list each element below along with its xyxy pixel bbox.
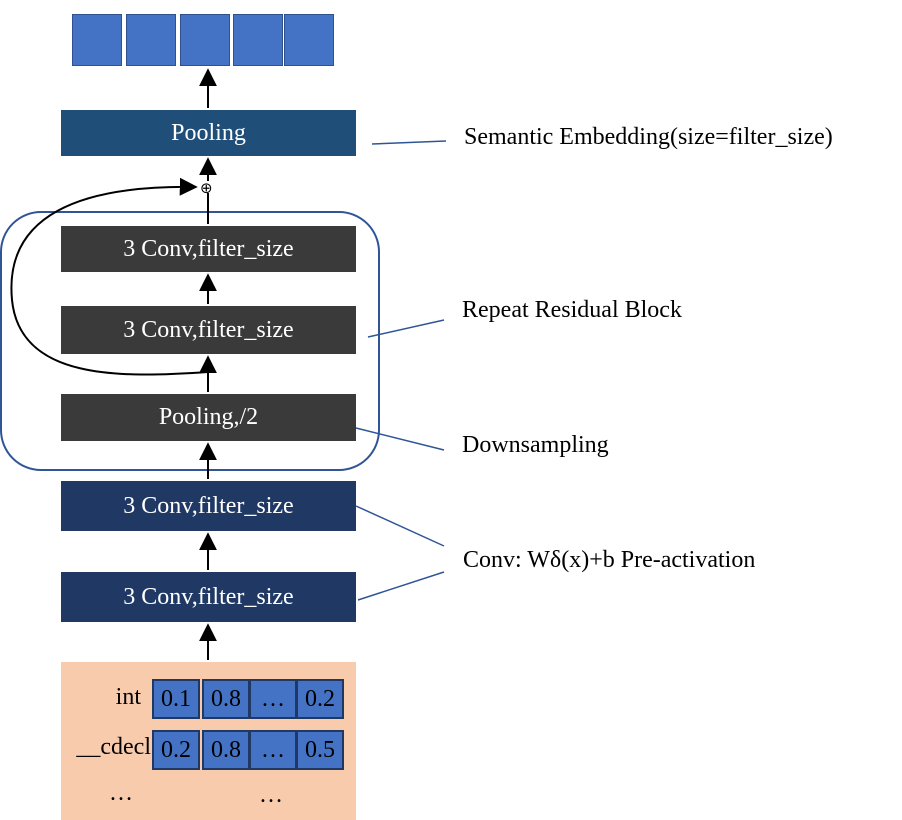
conv-layer-2: 3 Conv,filter_size [61,481,356,531]
embedding-cell: 0.1 [152,679,200,719]
token-label-cdecl: __cdecl [76,734,151,760]
embedding-cell: 0.8 [202,730,250,770]
leader-downsampling [355,427,445,451]
output-vector-cell [233,14,283,66]
repeat-residual-block-label: Repeat Residual Block [462,297,682,323]
leader-repeat-residual [367,319,445,338]
conv-preactivation-label: Conv: Wδ(x)+b Pre-activation [463,547,756,573]
embedding-cell: … [249,679,297,719]
input-embedding-panel: int 0.1 0.8 … 0.2 __cdecl 0.2 0.8 … 0.5 … [61,662,356,820]
residual-block-outline [0,211,380,471]
leader-semantic-embedding [371,140,447,145]
leader-conv-upper [355,505,445,547]
embedding-cell: 0.2 [152,730,200,770]
output-vector-cell [72,14,122,66]
leader-conv-lower [357,571,445,601]
embedding-cell: … [249,730,297,770]
output-vector-cell [284,14,334,66]
residual-conv-layer-1: 3 Conv,filter_size [61,306,356,354]
token-label-int: int [115,684,141,710]
downsampling-pooling-layer: Pooling,/2 [61,394,356,441]
semantic-embedding-label: Semantic Embedding(size=filter_size) [464,124,833,150]
embedding-cell: 0.2 [296,679,344,719]
downsampling-label: Downsampling [462,432,609,458]
values-ellipsis: … [259,782,283,808]
output-vector-cell [180,14,230,66]
output-vector-cell [126,14,176,66]
residual-sum-node: ⊕ [200,179,213,197]
embedding-cell: 0.5 [296,730,344,770]
conv-layer-1: 3 Conv,filter_size [61,572,356,622]
token-label-ellipsis: … [109,780,133,806]
residual-conv-layer-2: 3 Conv,filter_size [61,226,356,272]
residual-skip-connection [10,177,209,376]
pooling-layer: Pooling [61,110,356,156]
